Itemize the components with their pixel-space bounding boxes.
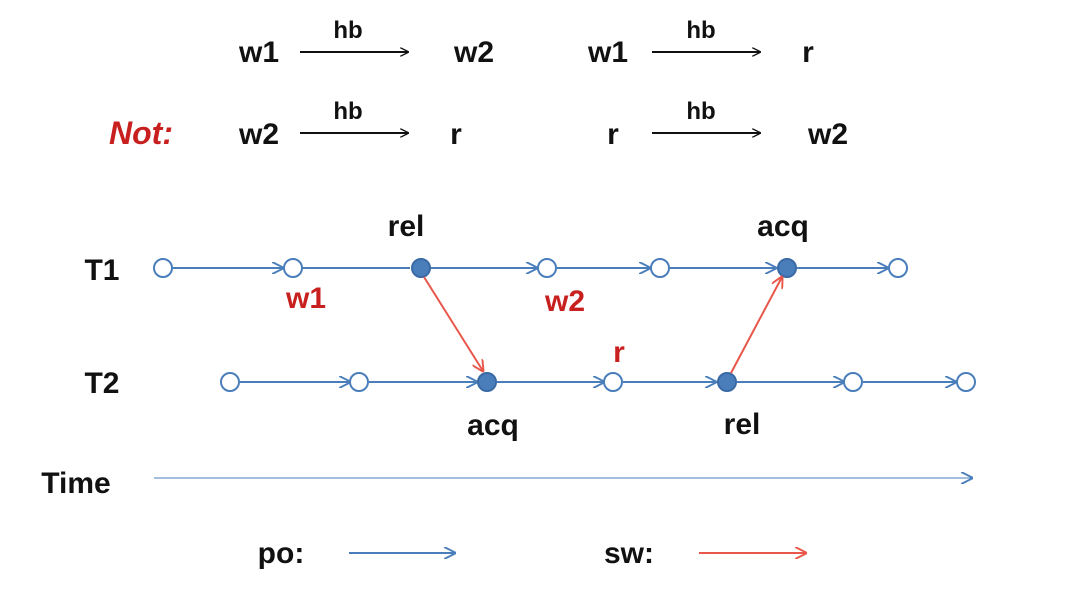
event-node-w2 <box>537 258 557 278</box>
event-node <box>843 372 863 392</box>
event-node-r <box>603 372 623 392</box>
event-node <box>956 372 976 392</box>
event-node <box>650 258 670 278</box>
t1-acq-label: acq <box>757 210 809 243</box>
event-node-w1 <box>283 258 303 278</box>
not-hb-relation-w2-r: w2 hb r <box>238 98 462 151</box>
event-node-rel <box>717 372 737 392</box>
t1-w1-label: w1 <box>285 282 326 315</box>
event-node <box>888 258 908 278</box>
event-node-acq <box>777 258 797 278</box>
t1-w2-label: w2 <box>544 285 585 318</box>
sw-edges <box>423 276 782 374</box>
event-node-rel <box>411 258 431 278</box>
t2-rel-label: rel <box>724 408 761 441</box>
t2-events <box>220 372 976 392</box>
time-label: Time <box>41 467 110 500</box>
t2-r-label: r <box>613 336 625 369</box>
relation-to: r <box>802 36 814 69</box>
not-hb-relation-r-w2: r hb w2 <box>607 98 848 151</box>
event-node <box>349 372 369 392</box>
hb-relation-w1-w2: w1 hb w2 <box>238 17 494 69</box>
relation-from: w2 <box>238 118 279 151</box>
t2-acq-label: acq <box>467 409 519 442</box>
relation-from: r <box>607 118 619 151</box>
hb-label: hb <box>686 98 715 125</box>
legend-po-label: po: <box>258 537 305 570</box>
legend: po: sw: <box>258 537 806 570</box>
event-node <box>153 258 173 278</box>
relation-from: w1 <box>238 36 279 69</box>
relation-to: w2 <box>453 36 494 69</box>
t1-rel-label: rel <box>388 210 425 243</box>
sw-edge-rel-to-acq <box>423 276 483 371</box>
hb-label: hb <box>333 17 362 44</box>
hb-relation-w1-r: w1 hb r <box>587 17 814 69</box>
sw-edge-rel-to-acq <box>730 277 782 374</box>
hb-label: hb <box>333 98 362 125</box>
t1-events <box>153 258 908 278</box>
event-node-acq <box>477 372 497 392</box>
not-label: Not: <box>109 115 173 151</box>
relation-to: w2 <box>807 118 848 151</box>
hb-label: hb <box>686 17 715 44</box>
thread-t1-label: T1 <box>84 254 119 287</box>
legend-sw-label: sw: <box>604 537 654 570</box>
relation-from: w1 <box>587 36 628 69</box>
relation-to: r <box>450 118 462 151</box>
thread-t2-label: T2 <box>84 367 119 400</box>
event-node <box>220 372 240 392</box>
